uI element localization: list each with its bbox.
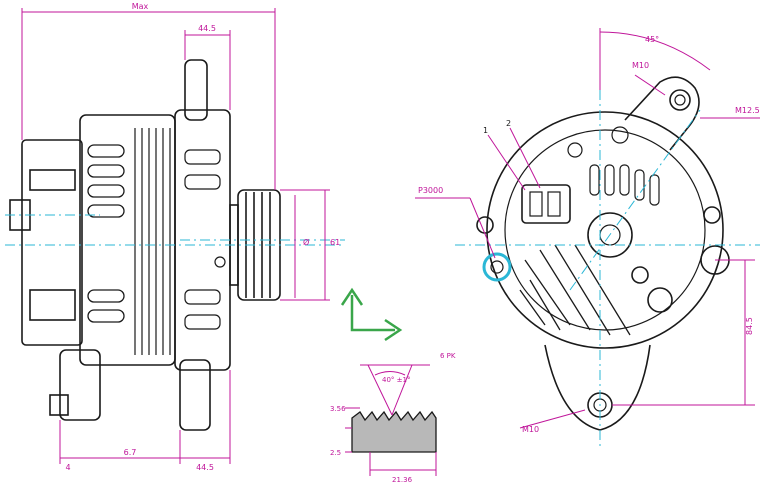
flange-width-bottom-label: 44.5 (196, 463, 214, 472)
top-ear (624, 76, 700, 151)
bottom-ear-dim-label: M10 (522, 425, 539, 434)
rear-foot-bolt (49, 394, 69, 416)
axis-indicator (340, 287, 403, 342)
mount-hole-label: M10 (632, 61, 649, 70)
overall-length-label: Max (132, 2, 149, 11)
b-terminal-highlight (482, 252, 512, 282)
alternator-front-view (476, 76, 730, 431)
pin-label-1: 1 (483, 126, 488, 135)
side-centerlines (5, 214, 345, 246)
groove-depth-label: 2.5 (330, 449, 341, 457)
right-lower-boss (647, 287, 673, 313)
groove-width-label: 21.36 (392, 476, 413, 484)
front-vent-ribs (519, 244, 631, 336)
rear-detail-top (29, 169, 76, 191)
front-centerlines (455, 90, 760, 450)
rear-mount-foot (59, 349, 101, 421)
bottom-mount-ear (179, 359, 211, 431)
pin-label-2: 2 (506, 119, 511, 128)
front-body-outline (486, 111, 724, 349)
top-mount-ear (184, 59, 208, 121)
base-offset-label: 4 (65, 463, 70, 472)
mount-angle-label: 45° (645, 35, 659, 44)
side-dimension-labels: Max 44.5 44.5 4 6.7 Ø 61 (65, 2, 340, 472)
pulley-dia-label: Ø (303, 237, 309, 247)
stator-fins (134, 128, 171, 355)
top-ear-dim-label: M12.5 (735, 106, 760, 115)
central-boss (587, 212, 633, 258)
pulley-height-label: 61 (330, 238, 340, 247)
inner-ring (504, 129, 706, 331)
flange-width-top-label: 44.5 (198, 24, 216, 33)
front-dimensions (415, 28, 760, 429)
groove-profile-detail: 40° ±1° 6 PK 3.56 2.5 21.36 (330, 352, 456, 484)
connector-plug (521, 184, 571, 224)
vent-slots (87, 144, 125, 323)
rear-housing (21, 139, 83, 346)
side-height-label: 84.5 (745, 317, 754, 335)
groove-spec-label: 6 PK (440, 352, 456, 360)
front-face-details (184, 149, 226, 330)
front-dimension-labels: 45° M10 M12.5 P3000 1 2 84.5 M10 (418, 35, 760, 434)
groove-profile (351, 410, 437, 453)
front-top-slots (567, 126, 660, 206)
groove-angle-label: 40° ±1° (382, 376, 410, 384)
groove-pitch-label: 3.56 (330, 405, 346, 413)
rear-detail-bottom (29, 289, 76, 321)
side-dimensions (21, 8, 330, 464)
mount-spacing-label: 6.7 (124, 448, 137, 457)
top-ear-hole (669, 89, 691, 111)
connector-label: P3000 (418, 186, 443, 195)
main-body (79, 114, 176, 366)
